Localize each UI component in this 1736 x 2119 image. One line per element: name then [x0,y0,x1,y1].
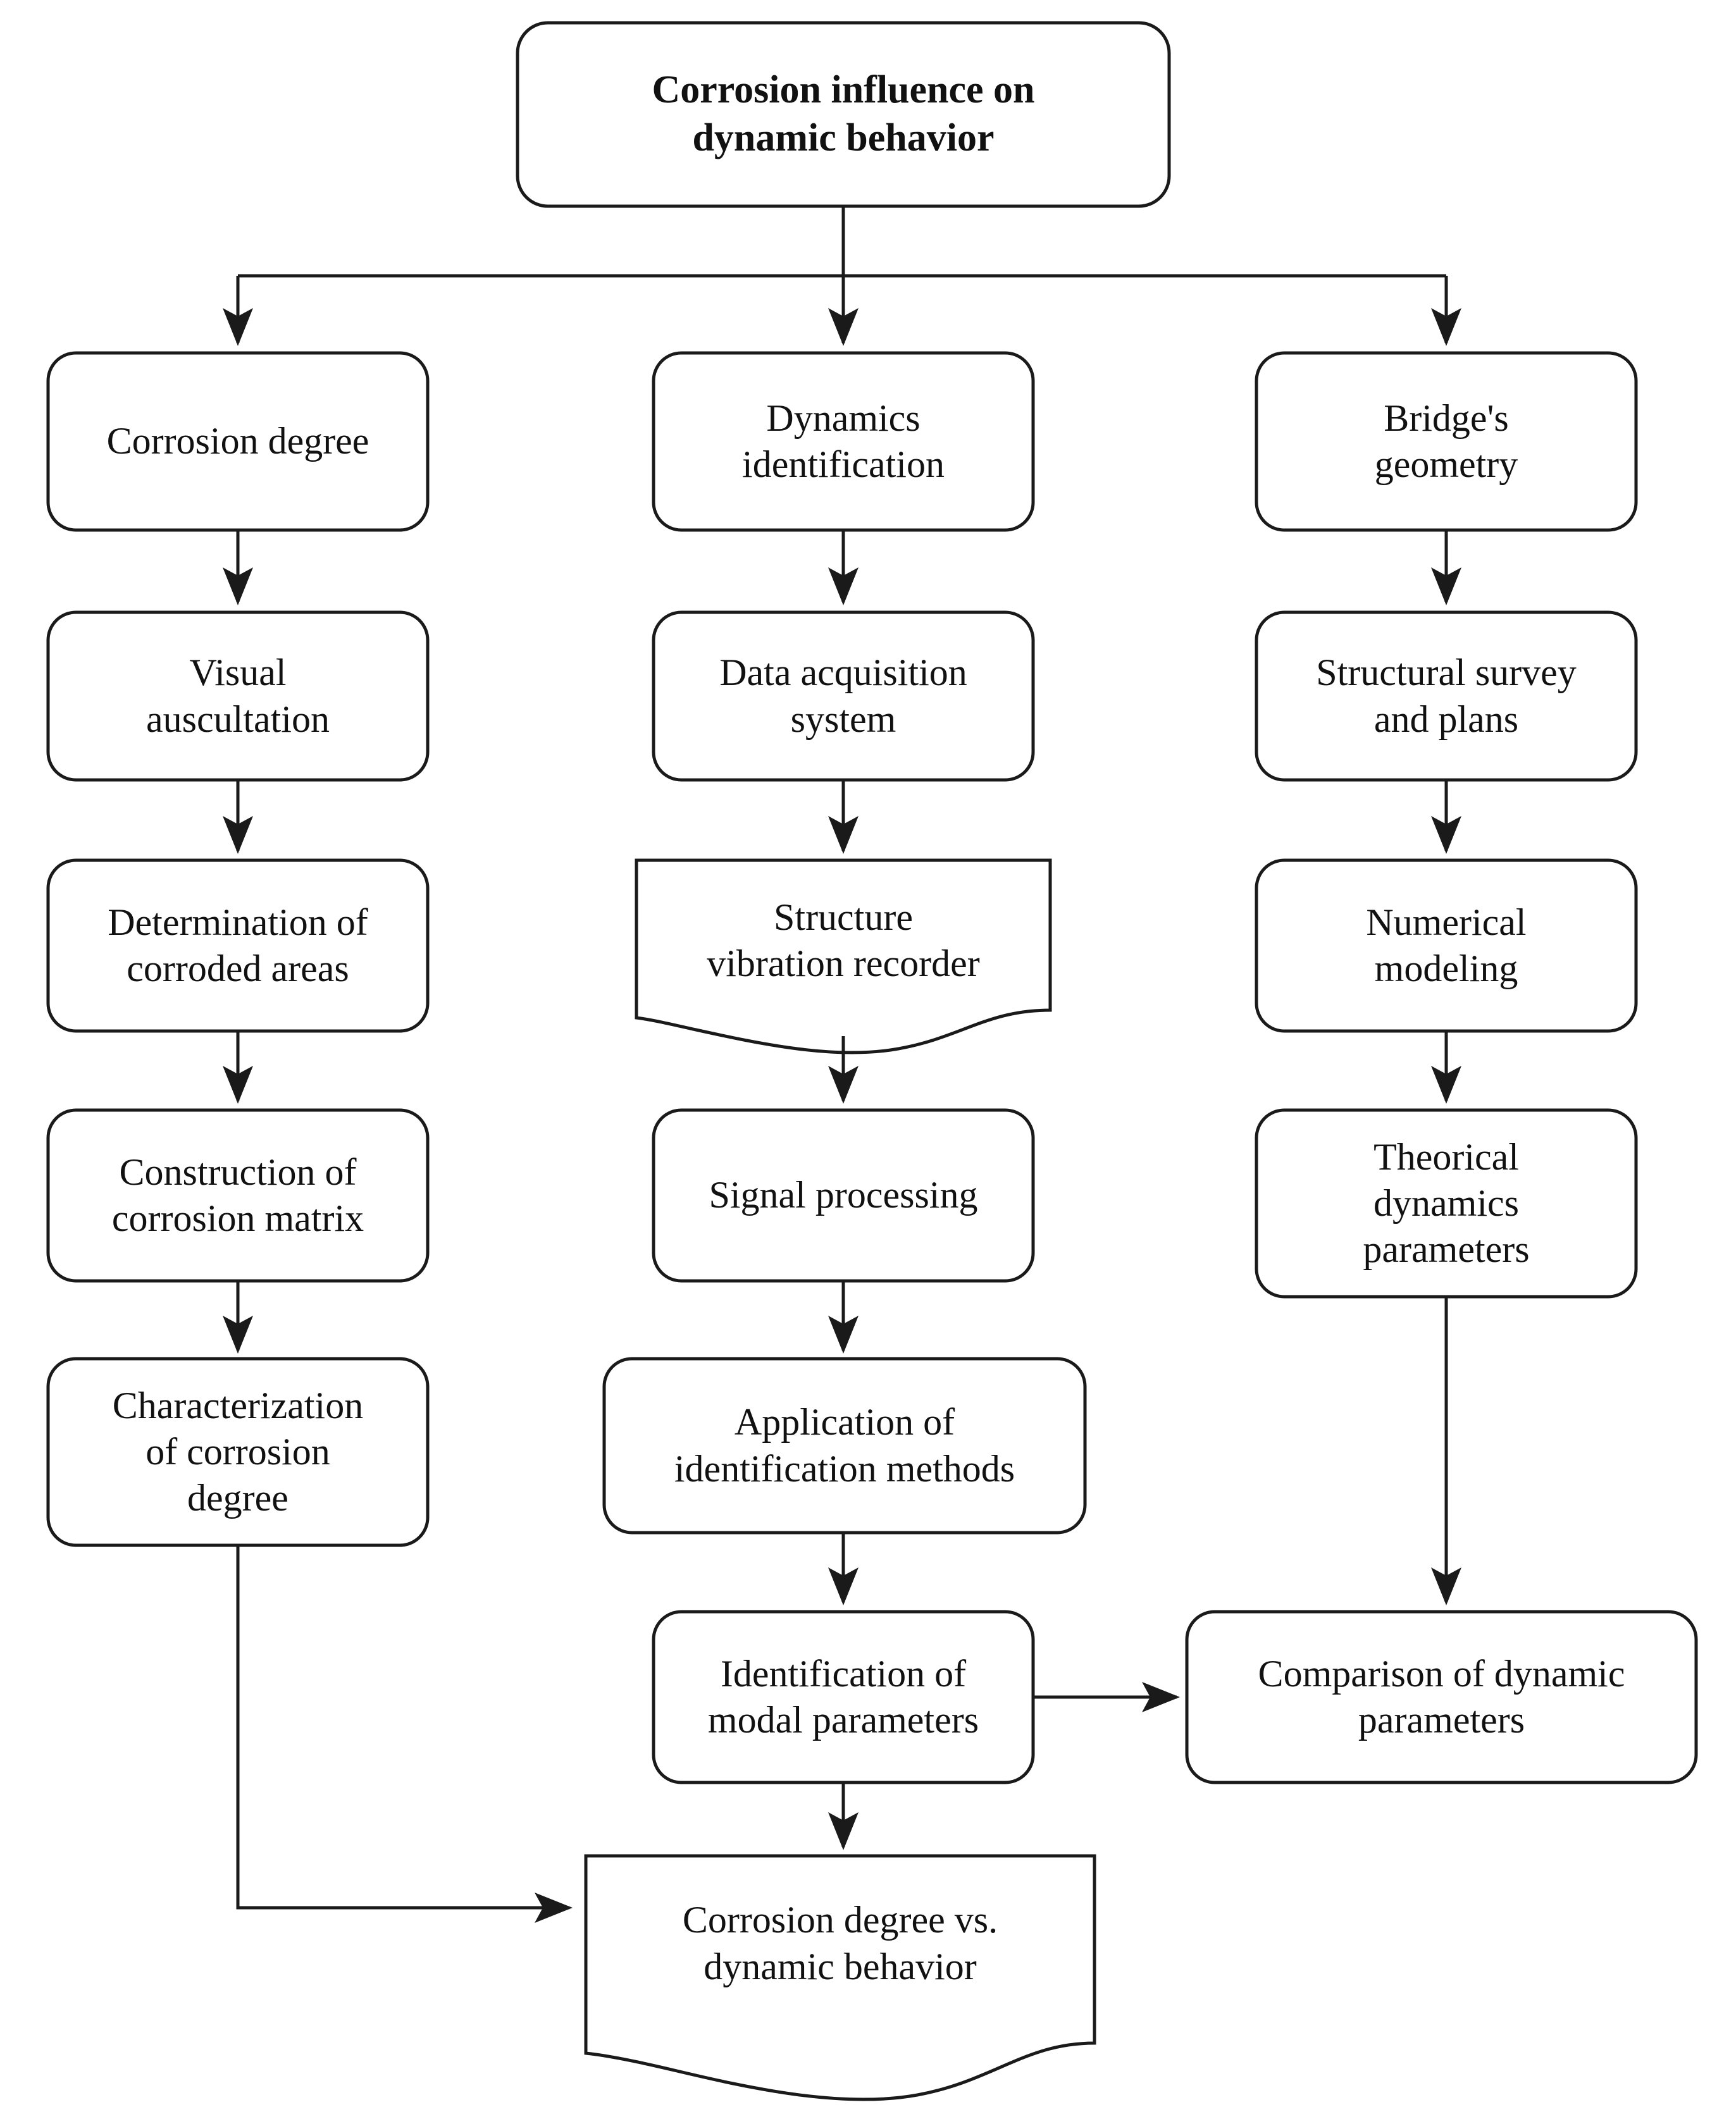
node-numerical-modeling[interactable] [1255,858,1638,1033]
node-structural-survey-and-plans[interactable] [1255,610,1638,782]
node-corrosion-vs-dynamic-behavior[interactable] [584,1854,1096,2101]
node-visual-auscultation[interactable] [46,610,430,782]
node-comparison-dynamic-parameters[interactable] [1185,1610,1698,1784]
node-determination-corroded-areas[interactable] [46,858,430,1033]
node-structure-vibration-recorder[interactable] [635,858,1052,1054]
node-root[interactable] [516,21,1171,208]
node-construction-corrosion-matrix[interactable] [46,1108,430,1283]
node-theorical-dynamics-parameters[interactable] [1255,1108,1638,1299]
node-dynamics-identification[interactable] [652,351,1035,532]
node-identification-modal-parameters[interactable] [652,1610,1035,1784]
node-characterization-corrosion-degree[interactable] [46,1357,430,1547]
node-signal-processing[interactable] [652,1108,1035,1283]
node-application-identification-methods[interactable] [602,1357,1087,1535]
node-data-acquisition-system[interactable] [652,610,1035,782]
node-corrosion-degree[interactable] [46,351,430,532]
edge-characterization-to-final [236,1545,573,1924]
node-bridges-geometry[interactable] [1255,351,1638,532]
